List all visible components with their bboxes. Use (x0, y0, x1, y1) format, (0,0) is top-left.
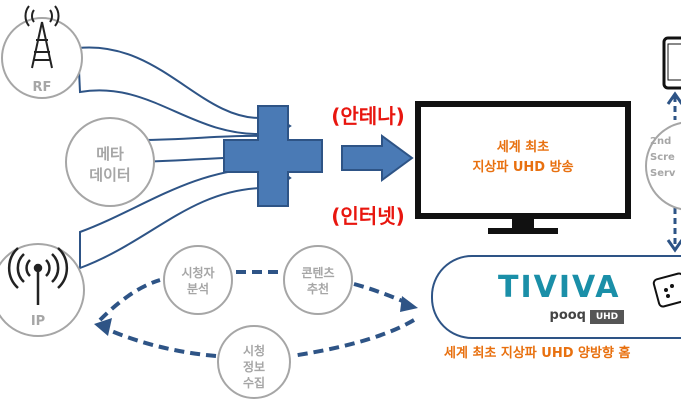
uhd-badge (590, 310, 624, 324)
tv-caption-line1: 세계 최초 (496, 140, 550, 155)
second-screen-line1: 2nd (650, 136, 672, 147)
broadcast-tower-icon (24, 5, 60, 69)
up-arrowhead-icon (666, 91, 681, 105)
second-screen-line2: Scre (650, 152, 675, 163)
ip-node (0, 243, 85, 337)
content-rec-line2: 추천 (306, 282, 330, 296)
viewing-info-line1: 시청 (242, 344, 266, 358)
pooq-logo: pooq (549, 308, 586, 323)
tv-stand-neck (512, 218, 534, 230)
ip-label: IP (30, 314, 46, 329)
internet-label: (인터넷) (331, 204, 405, 228)
loop-arrow-bottom-right (291, 318, 416, 358)
meta-label-line1: 메타 (96, 145, 124, 163)
content-recommend-node (283, 245, 353, 315)
second-screen-node (645, 121, 681, 211)
tv-caption-line2: 지상파 UHD 방송 (472, 160, 574, 175)
phone-screen (667, 43, 681, 81)
rf-curved-arrow (76, 46, 292, 146)
meta-data-node (65, 117, 155, 207)
antenna-label: (안테나) (331, 104, 405, 128)
viewing-info-line2: 정보 (242, 360, 266, 374)
plus-icon (223, 105, 323, 207)
second-screen-line3: Serv (650, 168, 676, 179)
down-arrowhead-icon (666, 239, 681, 253)
output-arrow (341, 134, 414, 182)
tiviva-caption: 세계 최초 지상파 UHD 양방향 홈 (444, 346, 631, 361)
loop-arrowhead-left-icon (94, 318, 112, 336)
viewer-analysis-node (163, 245, 233, 315)
remote-control-icon (652, 272, 681, 308)
loop-arrow-top-left (98, 278, 161, 322)
viewer-analysis-line2: 분석 (186, 282, 210, 296)
wireless-antenna-icon (7, 247, 69, 305)
rf-label: RF (32, 80, 52, 95)
tv-screen (415, 101, 631, 219)
loop-arrow-top-right (353, 282, 415, 308)
viewing-info-node (217, 325, 291, 399)
tiviva-logo: TIVIVA (498, 270, 621, 305)
uhd-badge-label: UHD (595, 312, 619, 322)
loop-arrowhead-right-icon (400, 296, 418, 312)
tv-stand-base (488, 228, 558, 234)
viewing-info-line3: 수집 (242, 376, 266, 390)
viewer-analysis-line1: 시청자 (181, 266, 215, 280)
loop-arrow-bottom-left (99, 324, 217, 358)
rf-node (1, 17, 83, 99)
meta-label-line2: 데이터 (89, 166, 131, 184)
content-rec-line1: 콘텐츠 (301, 266, 335, 280)
